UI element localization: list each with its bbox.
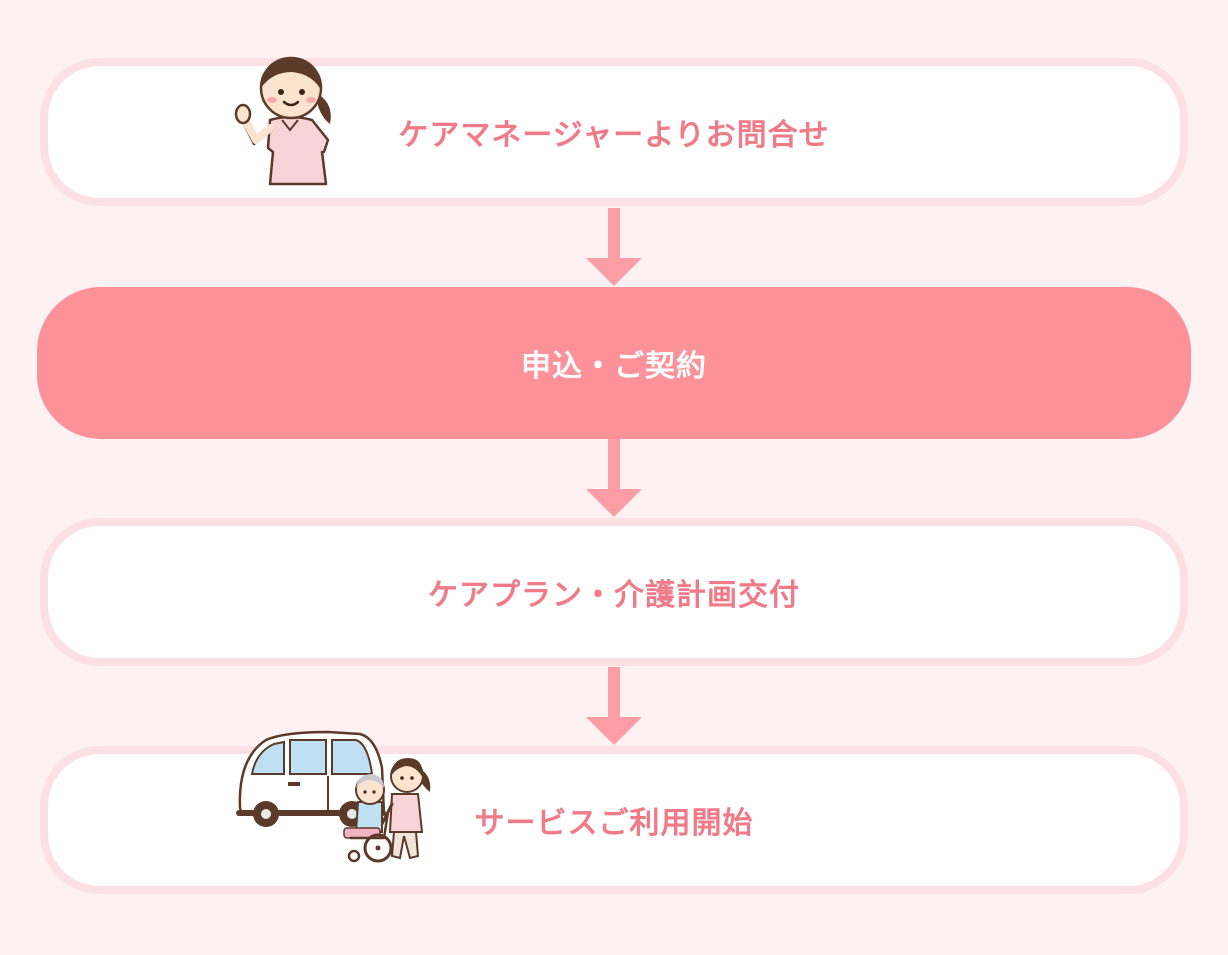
step-4-box: サービスご利用開始	[40, 746, 1188, 894]
step-3-label: ケアプラン・介護計画交付	[428, 578, 800, 613]
flow-arrow-1	[586, 208, 642, 286]
care-worker-waving-icon	[234, 56, 331, 186]
step-4-label: サービスご利用開始	[474, 806, 754, 841]
van-wheelchair-caregiver-icon	[236, 730, 431, 863]
flow-arrow-3	[586, 667, 642, 745]
step-2-label: 申込・ご契約	[521, 349, 707, 384]
step-1-box: ケアマネージャーよりお問合せ	[40, 58, 1188, 206]
flow-arrow-2	[586, 439, 642, 517]
step-1-label: ケアマネージャーよりお問合せ	[398, 118, 830, 153]
step-3-box: ケアプラン・介護計画交付	[40, 518, 1188, 666]
step-2-box: 申込・ご契約	[37, 287, 1191, 439]
